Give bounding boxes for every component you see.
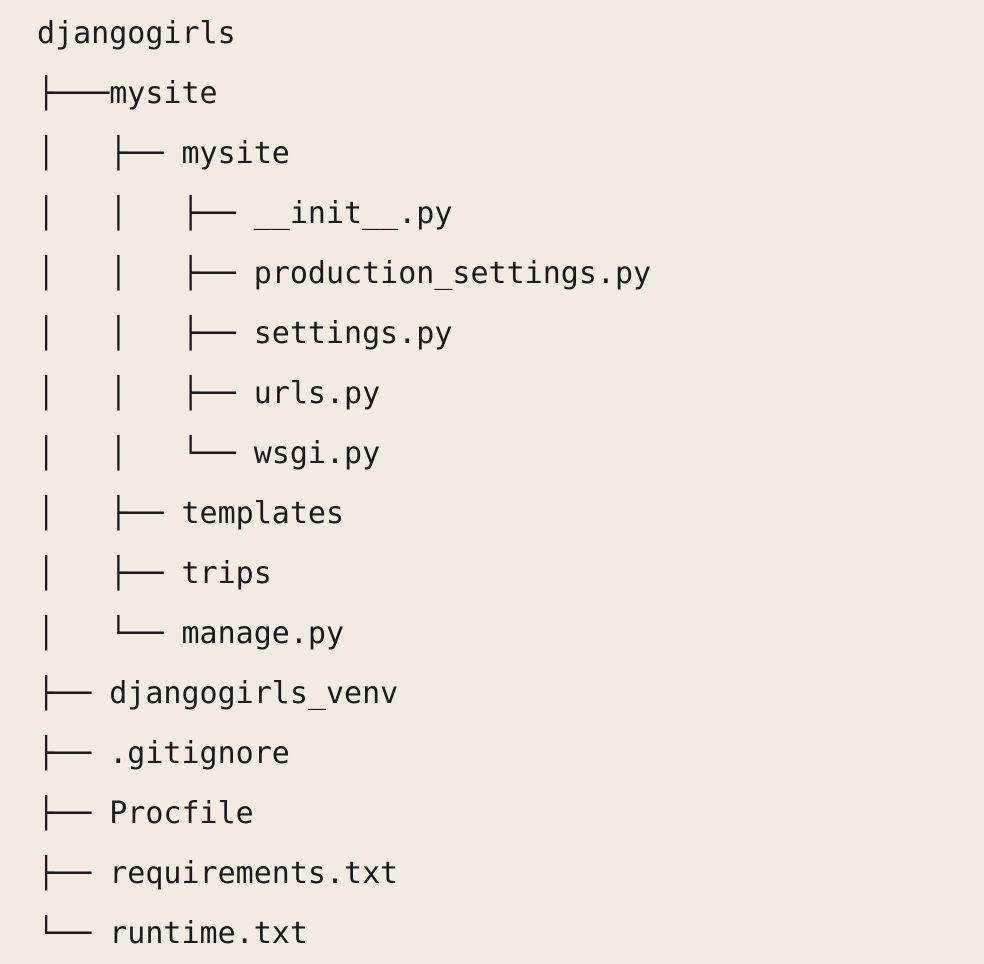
tree-node-label: djangogirls_venv	[109, 676, 399, 711]
tree-line: │ ├── trips	[37, 544, 984, 604]
tree-line: │ │ ├── production_settings.py	[37, 244, 984, 304]
tree-branch-glyph-icon: │ └──	[37, 616, 182, 651]
tree-node-label: djangogirls	[37, 16, 236, 51]
tree-line: │ │ ├── urls.py	[37, 364, 984, 424]
tree-line: ├── .gitignore	[37, 724, 984, 784]
tree-node-label: mysite	[181, 136, 290, 171]
tree-node-label: .gitignore	[109, 736, 290, 771]
tree-line: └── runtime.txt	[37, 904, 984, 964]
tree-node-label: templates	[181, 496, 345, 531]
tree-node-label: settings.py	[253, 316, 453, 351]
tree-node-label: trips	[181, 556, 272, 591]
tree-line: ├───mysite	[37, 64, 984, 124]
tree-line: │ │ └── wsgi.py	[37, 424, 984, 484]
tree-line: ├── djangogirls_venv	[37, 664, 984, 724]
tree-branch-glyph-icon: └──	[37, 916, 110, 951]
tree-branch-glyph-icon: ├───	[37, 76, 110, 111]
tree-branch-glyph-icon: │ ├──	[37, 136, 182, 171]
tree-branch-glyph-icon: ├──	[37, 796, 110, 831]
tree-line: │ └── manage.py	[37, 604, 984, 664]
tree-line: ├── requirements.txt	[37, 844, 984, 904]
tree-line: │ ├── templates	[37, 484, 984, 544]
tree-branch-glyph-icon: │ │ ├──	[37, 256, 254, 291]
tree-node-label: production_settings.py	[253, 256, 652, 291]
tree-branch-glyph-icon: ├──	[37, 676, 110, 711]
tree-branch-glyph-icon: │ │ └──	[37, 436, 254, 471]
tree-branch-glyph-icon: │ ├──	[37, 556, 182, 591]
tree-line: │ │ ├── settings.py	[37, 304, 984, 364]
tree-node-label: runtime.txt	[109, 916, 308, 951]
tree-line: ├── Procfile	[37, 784, 984, 844]
tree-node-label: manage.py	[181, 616, 345, 651]
tree-node-label: urls.py	[253, 376, 381, 411]
tree-branch-glyph-icon: ├──	[37, 856, 110, 891]
tree-line: │ ├── mysite	[37, 124, 984, 184]
tree-node-label: mysite	[109, 76, 218, 111]
tree-branch-glyph-icon: │ ├──	[37, 496, 182, 531]
tree-node-label: wsgi.py	[253, 436, 381, 471]
tree-branch-glyph-icon: │ │ ├──	[37, 196, 254, 231]
tree-line: │ │ ├── __init__.py	[37, 184, 984, 244]
tree-node-label: requirements.txt	[109, 856, 399, 891]
tree-line: djangogirls	[37, 4, 984, 64]
tree-branch-glyph-icon: │ │ ├──	[37, 316, 254, 351]
tree-branch-glyph-icon: ├──	[37, 736, 110, 771]
tree-branch-glyph-icon: │ │ ├──	[37, 376, 254, 411]
tree-node-label: __init__.py	[253, 196, 453, 231]
tree-node-label: Procfile	[109, 796, 254, 831]
